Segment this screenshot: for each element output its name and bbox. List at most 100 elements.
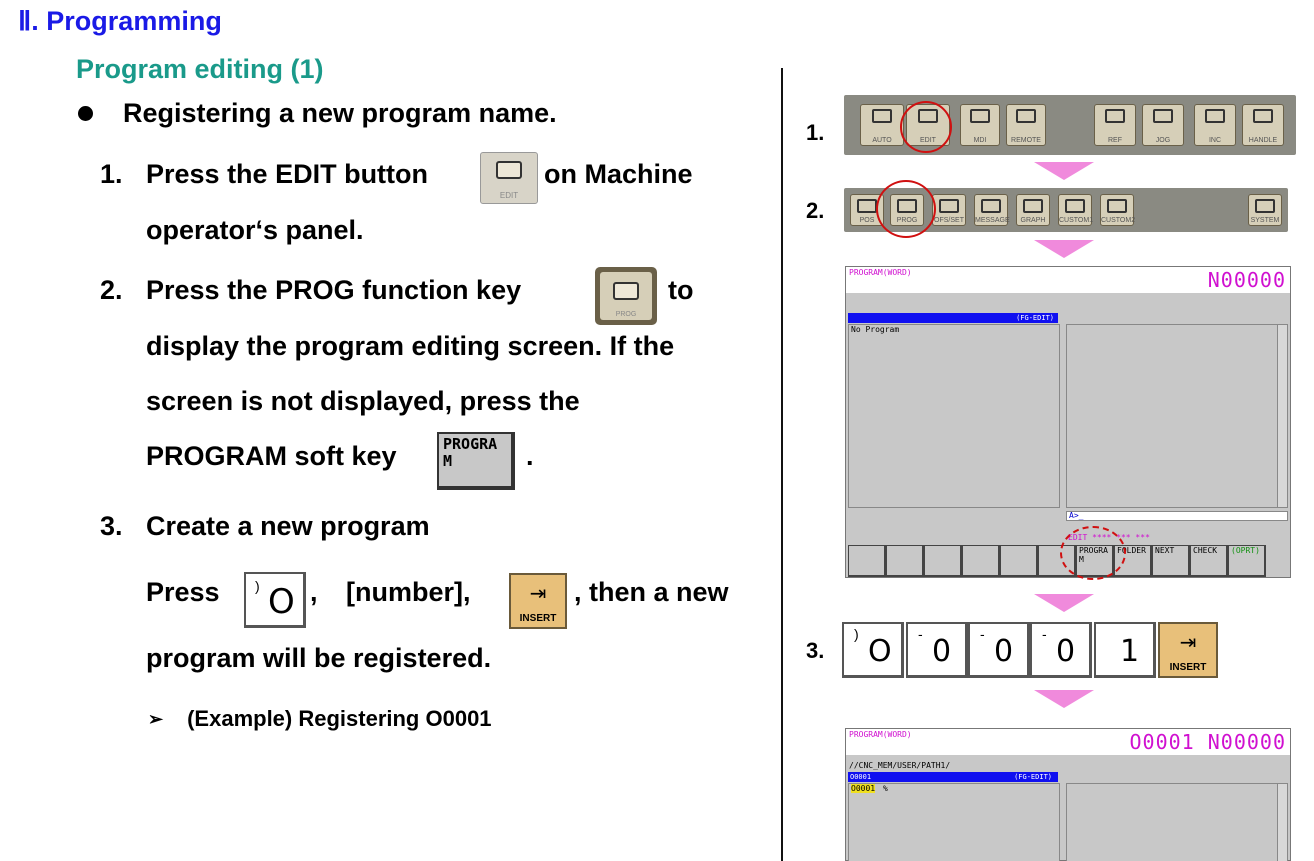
- flow-arrow-4-icon: [1034, 690, 1094, 708]
- flow-arrow-3-icon: [1034, 594, 1094, 612]
- figure-step-3-number: 3.: [806, 638, 825, 663]
- screen-2-line-end: %: [883, 784, 888, 793]
- custom2-key-icon: [1107, 199, 1127, 213]
- program-softkey-icon: PROGRA M: [437, 432, 515, 490]
- step-3-text-a: Create a new program: [146, 511, 430, 541]
- ofs-set-key-icon: [939, 199, 959, 213]
- softkey-2[interactable]: [886, 545, 924, 577]
- prog-key-label: PROG: [615, 311, 637, 318]
- step-3-comma: ,: [310, 577, 318, 607]
- softkey-5[interactable]: [1000, 545, 1038, 577]
- pos-key-label: POS: [859, 217, 875, 224]
- screen-2-scrollbar[interactable]: [1277, 784, 1287, 861]
- digit-key-0c-small: -: [1042, 626, 1047, 642]
- prog-key-icon: PROG: [595, 267, 657, 325]
- handle-key-label: HANDLE: [1248, 137, 1278, 144]
- inc-key-label: INC: [1208, 137, 1222, 144]
- screen-1-prompt: A>_: [1069, 511, 1084, 520]
- remote-key: REMOTE: [1006, 104, 1046, 146]
- custom1-key-icon: [1065, 199, 1085, 213]
- screen-1-softkeys: PROGRA M FOLDER NEXT CHECK (OPRT): [848, 545, 1266, 577]
- digit-key-0b-label: 0: [994, 634, 1014, 669]
- mdi-key-icon: [970, 109, 990, 123]
- digit-key-0b-small: -: [980, 626, 985, 642]
- digit-key-0a-small: -: [918, 626, 923, 642]
- screen-2-tag: (FG-EDIT): [1014, 773, 1052, 781]
- mdi-key-label: MDI: [973, 137, 987, 144]
- screen-2-prog-name: O0001: [850, 773, 872, 781]
- digit-key-0c-label: 0: [1056, 634, 1076, 669]
- step-1-text-c: operator‘s panel.: [146, 215, 364, 245]
- jog-key-icon: [1153, 109, 1173, 123]
- insert-arrow-icon: ⇥: [529, 583, 547, 605]
- screen-1-input-line: A>_: [1066, 511, 1288, 521]
- section-subheading: Program editing (1): [76, 54, 324, 84]
- flow-arrow-1-icon: [1034, 162, 1094, 180]
- softkey-next[interactable]: NEXT: [1152, 545, 1190, 577]
- bullet-text: Registering a new program name.: [123, 98, 557, 128]
- bullet-item: Registering a new program name.: [78, 98, 557, 129]
- mdi-key: MDI: [960, 104, 1000, 146]
- digit-key-1: 1: [1094, 622, 1156, 678]
- inc-key: INC: [1194, 104, 1236, 146]
- custom2-key: CUSTOM2: [1100, 194, 1136, 226]
- graph-key: GRAPH: [1016, 194, 1050, 226]
- softkey-check[interactable]: CHECK: [1190, 545, 1228, 577]
- system-key-icon: [1255, 199, 1275, 213]
- softkey-4[interactable]: [962, 545, 1000, 577]
- softkey-3[interactable]: [924, 545, 962, 577]
- screen-2-side-pane: [1066, 783, 1288, 861]
- graph-key-label: GRAPH: [1020, 217, 1046, 224]
- digit-key-0b: - 0: [968, 622, 1030, 678]
- softkey-1[interactable]: [848, 545, 886, 577]
- edit-key-label: EDIT: [499, 191, 519, 200]
- screen-2-title: PROGRAM(WORD): [849, 730, 912, 739]
- screen-2-code: O0001 N00000: [1129, 730, 1286, 754]
- screen-2-path: //CNC_MEM/USER/PATH1/: [849, 761, 951, 770]
- softkey-oprt[interactable]: (OPRT): [1228, 545, 1266, 577]
- jog-key-label: JOG: [1155, 137, 1171, 144]
- ofs-set-key: OFS/SET: [932, 194, 966, 226]
- custom2-key-label: CUSTOM2: [1101, 217, 1136, 224]
- message-key-label: MESSAGE: [975, 217, 1010, 224]
- auto-key-label: AUTO: [872, 137, 892, 144]
- insert-key-icon: ⇥ INSERT: [509, 573, 567, 629]
- o-key-icon: ) O: [244, 572, 306, 628]
- step-2-text-a: Press the PROG function key: [146, 275, 522, 305]
- step-3-text-f: program will be registered.: [146, 643, 492, 673]
- remote-key-label: REMOTE: [1011, 137, 1041, 144]
- insert-key-label: INSERT: [519, 613, 557, 624]
- jog-key: JOG: [1142, 104, 1184, 146]
- auto-key-icon: [872, 109, 892, 123]
- screen-1-body-text: No Program: [851, 325, 900, 334]
- arrowhead-bullet-icon: ➢: [148, 708, 164, 729]
- screen-1-titlebar: PROGRAM(WORD) N00000: [846, 267, 1290, 293]
- ofs-set-key-label: OFS/SET: [934, 217, 964, 224]
- inc-key-icon: [1205, 109, 1225, 123]
- edit-symbol-icon: [496, 161, 522, 179]
- ref-key-icon: [1105, 109, 1125, 123]
- system-key-label: SYSTEM: [1250, 217, 1280, 224]
- graph-key-icon: [1023, 199, 1043, 213]
- screen-1-tag-bar: (FG-EDIT): [848, 313, 1058, 323]
- screen-2-line-number: O0001: [851, 784, 876, 793]
- step-3-text-b: Press: [146, 577, 220, 607]
- digit-key-0a-label: 0: [932, 634, 952, 669]
- handle-key-icon: [1253, 109, 1273, 123]
- step-2-text-b: to: [668, 275, 694, 305]
- insert-key-figure-label: INSERT: [1169, 662, 1207, 673]
- remote-key-icon: [1016, 109, 1036, 123]
- scrollbar[interactable]: [1277, 325, 1287, 507]
- screen-2-program-pane: O0001 %: [848, 783, 1060, 861]
- cnc-screen-registered: PROGRAM(WORD) O0001 N00000 //CNC_MEM/USE…: [845, 728, 1291, 861]
- auto-key: AUTO: [860, 104, 904, 146]
- step-1-text-a: Press the EDIT button: [146, 159, 429, 189]
- column-divider: [781, 68, 783, 861]
- flow-arrow-2-icon: [1034, 240, 1094, 258]
- screen-2-titlebar: PROGRAM(WORD) O0001 N00000: [846, 729, 1290, 755]
- ref-key-label: REF: [1108, 137, 1122, 144]
- step-1-text-b: on Machine: [544, 159, 693, 189]
- step-3-text-e: , then a new: [574, 577, 729, 607]
- system-key: SYSTEM: [1248, 194, 1282, 226]
- o-key-small-label: ): [255, 578, 260, 594]
